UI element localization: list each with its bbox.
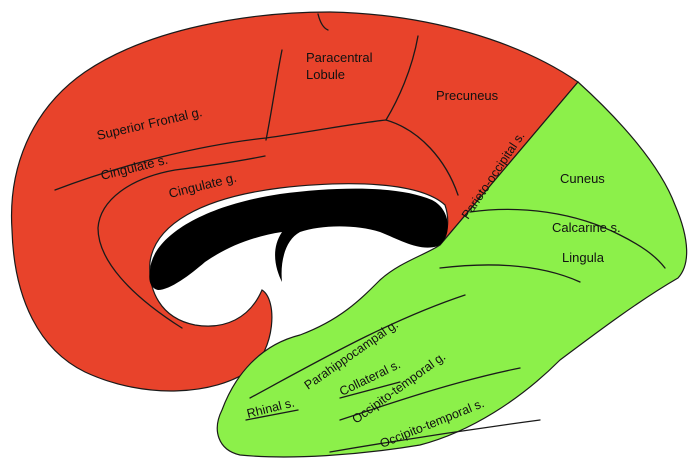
central-line-right xyxy=(385,35,419,121)
frontal-parietal-region xyxy=(10,11,579,392)
cingulate-gyrus-line xyxy=(97,155,266,329)
collateral-underline xyxy=(339,381,401,399)
label-cuneus: Cuneus xyxy=(560,171,605,186)
corpus-callosum xyxy=(149,188,448,290)
parahippocampal-line xyxy=(249,294,466,399)
central-line-left xyxy=(265,49,283,141)
label-paracentral-line2: Lobule xyxy=(306,67,345,82)
calcarine-sulcus-line xyxy=(469,208,666,269)
occipital-temporal-region xyxy=(216,81,688,458)
occipitotemporal-line xyxy=(339,367,521,421)
lower-line xyxy=(329,419,541,453)
label-precuneus: Precuneus xyxy=(436,88,499,103)
label-calcarine-s: Calcarine s. xyxy=(552,220,621,235)
lingula-line xyxy=(439,264,581,283)
rhinal-underline xyxy=(245,409,299,421)
label-paracentral-line1: Paracentral xyxy=(306,50,373,65)
marginal-line xyxy=(385,119,459,196)
top-notch-line xyxy=(317,13,329,31)
cingulate-sulcus-line xyxy=(54,119,387,191)
label-lingula: Lingula xyxy=(562,250,605,265)
